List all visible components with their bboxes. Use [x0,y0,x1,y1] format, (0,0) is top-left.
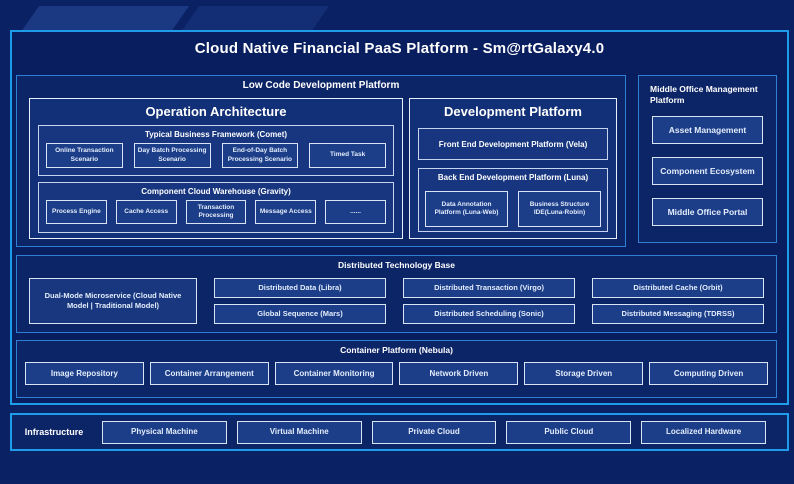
infrastructure-label: Infrastructure [24,427,84,437]
box-distributed-data: Distributed Data (Libra) [214,278,386,298]
box-end-of-day-batch-processing-scenario: End-of-Day Batch Processing Scenario [221,143,299,168]
box-day-batch-processing-scenario: Day Batch Processing Scenario [133,143,211,168]
typical-business-framework-title: Typical Business Framework (Comet) [144,130,288,139]
decorative-stripe [20,6,190,32]
box-business-structure-ide: Business Structure IDE(Luna-Robin) [518,191,601,227]
box-operation-architecture: Operation Architecture Typical Business … [29,98,403,239]
distributed-technology-base-label: Distributed Technology Base [338,260,455,270]
box-global-sequence: Global Sequence (Mars) [214,304,386,324]
box-container-arrangement: Container Arrangement [149,362,269,385]
component-cloud-warehouse-title: Component Cloud Warehouse (Gravity) [141,187,291,196]
panel-infrastructure: Infrastructure Physical Machine Virtual … [10,413,789,451]
low-code-platform-label: Low Code Development Platform [242,80,400,91]
panel-low-code-development-platform: Low Code Development Platform Operation … [16,75,626,247]
middle-office-platform-label: Middle Office Management Platform [650,84,758,106]
box-cache-access: Cache Access [115,200,177,224]
development-platform-title: Development Platform [444,104,582,119]
box-back-end-development-platform: Back End Development Platform (Luna) Dat… [418,168,608,232]
box-middle-office-portal: Middle Office Portal [652,197,763,226]
box-typical-business-framework: Typical Business Framework (Comet) Onlin… [38,125,394,176]
box-development-platform: Development Platform Front End Developme… [409,98,617,239]
box-storage-driven: Storage Driven [524,362,644,385]
box-image-repository: Image Repository [25,362,144,385]
main-architecture-frame: Cloud Native Financial PaaS Platform - S… [10,30,789,405]
box-transaction-processing: Transaction Processing [185,200,247,224]
panel-container-platform: Container Platform (Nebula) Image Reposi… [16,340,777,398]
box-distributed-cache: Distributed Cache (Orbit) [592,278,764,298]
box-network-driven: Network Driven [399,362,519,385]
box-ellipsis-placeholder: ...... [325,200,386,224]
box-timed-task: Timed Task [309,143,386,168]
panel-distributed-technology-base: Distributed Technology Base Dual-Mode Mi… [16,255,777,333]
decorative-stripe [180,6,330,32]
box-online-transaction-scenario: Online Transaction Scenario [46,143,123,168]
box-component-ecosystem: Component Ecosystem [652,156,763,185]
operation-architecture-title: Operation Architecture [145,104,287,119]
box-distributed-messaging: Distributed Messaging (TDRSS) [592,304,764,324]
box-private-cloud: Private Cloud [371,420,497,444]
box-component-cloud-warehouse: Component Cloud Warehouse (Gravity) Proc… [38,182,394,233]
box-virtual-machine: Virtual Machine [236,420,362,444]
box-distributed-scheduling: Distributed Scheduling (Sonic) [403,304,575,324]
page-title: Cloud Native Financial PaaS Platform - S… [194,40,605,57]
back-end-development-platform-title: Back End Development Platform (Luna) [437,173,589,182]
box-container-monitoring: Container Monitoring [274,362,394,385]
panel-middle-office-management-platform: Middle Office Management Platform Asset … [638,75,777,243]
box-computing-driven: Computing Driven [649,362,768,385]
box-asset-management: Asset Management [652,115,763,144]
box-data-annotation-platform: Data Annotation Platform (Luna-Web) [425,191,508,227]
box-public-cloud: Public Cloud [506,420,632,444]
box-dual-mode-microservice: Dual-Mode Microservice (Cloud Native Mod… [29,278,197,324]
container-platform-label: Container Platform (Nebula) [340,345,453,355]
box-distributed-transaction: Distributed Transaction (Virgo) [403,278,575,298]
box-localized-hardware: Localized Hardware [641,420,766,444]
box-front-end-development-platform: Front End Development Platform (Vela) [418,128,608,160]
box-message-access: Message Access [255,200,317,224]
box-physical-machine: Physical Machine [102,420,227,444]
box-process-engine: Process Engine [46,200,107,224]
